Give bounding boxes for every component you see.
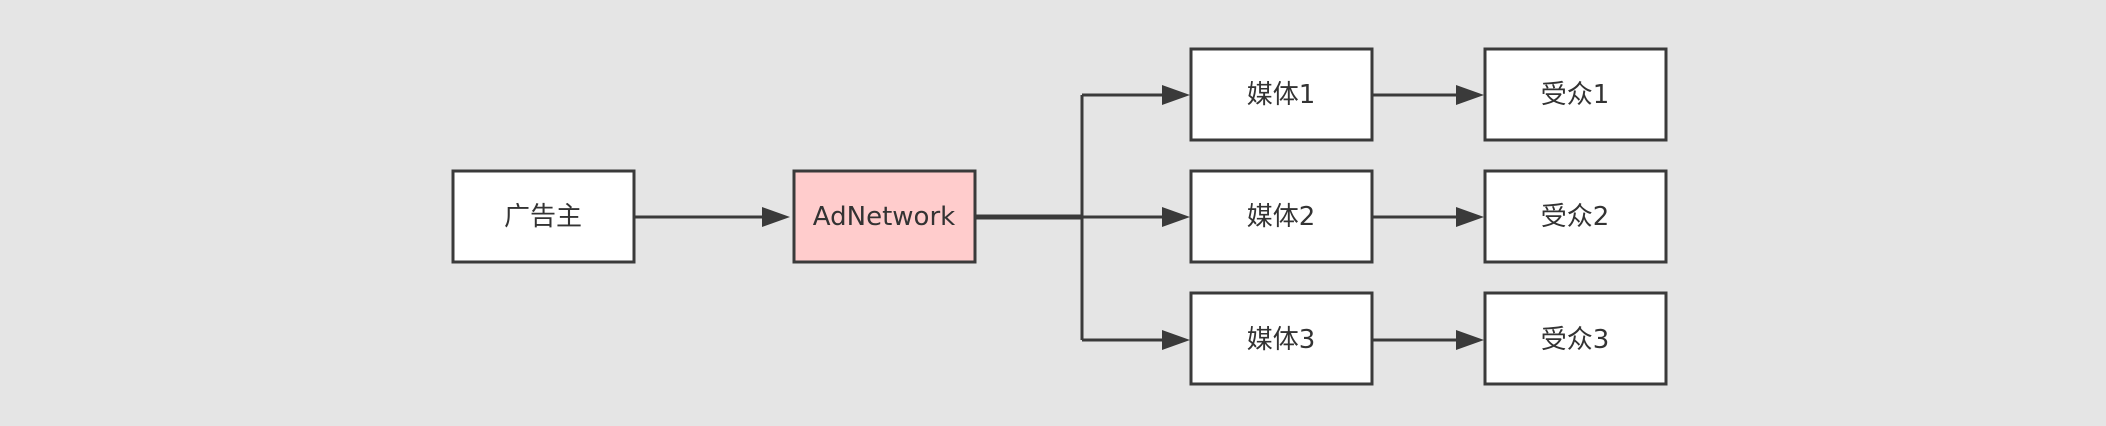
node-audience1: 受众1 <box>1483 47 1668 142</box>
node-media3: 媒体3 <box>1189 291 1374 386</box>
arrowhead-media3-audience3 <box>1456 330 1484 350</box>
node-adnetwork: AdNetwork <box>792 169 977 264</box>
node-adnetwork-label: AdNetwork <box>813 202 955 232</box>
arrowhead-adnetwork-media3 <box>1162 330 1190 350</box>
edges <box>634 85 1484 350</box>
node-advertiser-label: 广告主 <box>504 202 582 232</box>
node-audience2: 受众2 <box>1483 169 1668 264</box>
node-advertiser: 广告主 <box>451 169 636 264</box>
arrowhead-media2-audience2 <box>1456 207 1484 227</box>
node-audience2-label: 受众2 <box>1541 202 1610 232</box>
arrowhead-advertiser-adnetwork <box>762 207 790 227</box>
arrowhead-adnetwork-media1 <box>1162 85 1190 105</box>
node-audience1-label: 受众1 <box>1541 80 1610 110</box>
node-media2-label: 媒体2 <box>1247 202 1316 232</box>
node-media3-label: 媒体3 <box>1247 325 1316 355</box>
node-media1-label: 媒体1 <box>1247 80 1316 110</box>
arrowhead-adnetwork-media2 <box>1162 207 1190 227</box>
node-media2: 媒体2 <box>1189 169 1374 264</box>
arrowhead-media1-audience1 <box>1456 85 1484 105</box>
node-media1: 媒体1 <box>1189 47 1374 142</box>
node-audience3: 受众3 <box>1483 291 1668 386</box>
node-audience3-label: 受众3 <box>1541 325 1610 355</box>
